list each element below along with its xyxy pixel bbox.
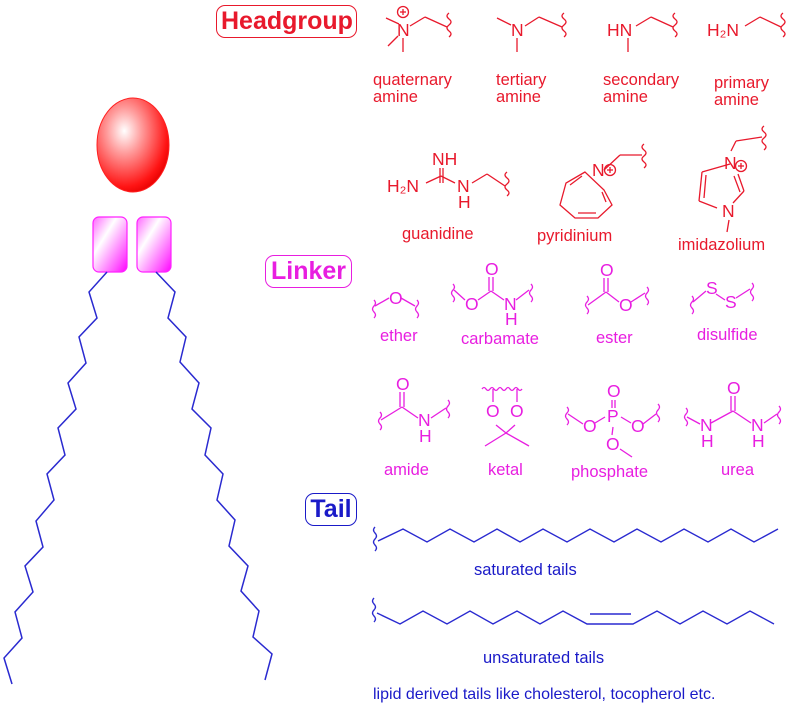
phosphate-o2-atom: O	[631, 416, 645, 436]
unsaturated-tails-label: unsaturated tails	[483, 649, 605, 667]
pyridinium-structure	[559, 143, 647, 219]
guanidine-n-atom: N	[457, 176, 470, 196]
ester-structure	[584, 278, 650, 315]
ketal-label: ketal	[488, 461, 523, 479]
phosphate-structure	[564, 400, 661, 458]
ketal-structure	[481, 386, 530, 447]
disulfide-label: disulfide	[697, 326, 758, 344]
pyridinium-label: pyridinium	[537, 227, 613, 245]
amide-h-atom: H	[419, 426, 432, 446]
linker-section-title: Linker	[265, 255, 352, 288]
ester-label: ester	[596, 329, 633, 347]
headgroup-structures	[385, 5, 786, 233]
phosphate-o-top-atom: O	[607, 381, 621, 401]
headgroup-section-title: Headgroup	[216, 5, 357, 38]
urea-h1-atom: H	[701, 431, 714, 451]
label-line-2: amine	[714, 91, 759, 110]
ether-structure	[371, 297, 420, 319]
carbamate-label: carbamate	[461, 330, 539, 348]
phosphate-p-atom: P	[607, 406, 619, 426]
guanidine-nh-atom: NH	[432, 149, 458, 169]
ether-label: ether	[380, 327, 418, 345]
label-line-1: tertiary	[496, 71, 547, 89]
linker-block-right	[136, 216, 172, 273]
tertiary-amine-n-atom: N	[511, 20, 524, 40]
quaternary-amine-structure	[385, 5, 452, 52]
carbamate-structure	[450, 277, 534, 303]
urea-structure	[683, 396, 782, 427]
label-line-1: quaternary	[373, 71, 452, 89]
lipid-derived-tails-label: lipid derived tails like cholesterol, to…	[373, 686, 716, 703]
urea-n2-atom: N	[751, 415, 764, 435]
ether-o-atom: O	[389, 288, 403, 308]
label-line-1: primary	[714, 74, 770, 92]
label-line-2: amine	[496, 88, 541, 107]
saturated-tail-structure	[372, 526, 779, 552]
phosphate-o3-atom: O	[606, 434, 620, 454]
urea-h2-atom: H	[752, 431, 765, 451]
tertiary-amine-structure	[496, 12, 567, 52]
secondary-amine-label: secondary amine	[603, 71, 693, 107]
tail-section-title: Tail	[305, 493, 357, 526]
primary-amine-h2n-atom: H₂N	[707, 20, 740, 40]
label-line-2: amine	[373, 88, 418, 107]
tail-structures	[371, 526, 779, 625]
ester-o-top-atom: O	[600, 260, 614, 280]
linker-structures	[371, 277, 782, 458]
ester-o-atom: O	[619, 295, 633, 315]
phosphate-o1-atom: O	[583, 416, 597, 436]
label-line-1: secondary	[603, 71, 680, 89]
carbamate-o-top-atom: O	[485, 259, 499, 279]
imidazolium-n1-atom: N	[724, 153, 737, 173]
quaternary-amine-n-atom: N	[397, 20, 410, 40]
label-line-2: amine	[603, 88, 648, 107]
guanidine-label: guanidine	[402, 225, 474, 243]
linker-block-left	[92, 216, 128, 273]
imidazolium-structure	[698, 125, 767, 233]
urea-n1-atom: N	[700, 415, 713, 435]
primary-amine-structure	[744, 12, 786, 38]
urea-o-top-atom: O	[727, 378, 741, 398]
primary-amine-label: primary amine	[714, 74, 784, 110]
amide-structure	[377, 392, 451, 431]
guanidine-h2n-atom: H₂N	[387, 176, 420, 196]
quaternary-amine-label: quaternary amine	[373, 71, 469, 107]
guanidine-h-atom: H	[458, 192, 471, 212]
disulfide-s2-atom: S	[725, 292, 737, 312]
tail-chain-right	[155, 271, 273, 681]
carbamate-o-atom: O	[465, 294, 479, 314]
carbamate-n-atom: N	[504, 294, 517, 314]
imidazolium-n2-atom: N	[722, 201, 735, 221]
disulfide-structure	[689, 282, 755, 315]
headgroup-sphere	[96, 97, 170, 193]
saturated-tails-label: saturated tails	[474, 561, 577, 579]
amide-o-top-atom: O	[396, 374, 410, 394]
ketal-o2-atom: O	[510, 401, 524, 421]
secondary-amine-hn-atom: HN	[607, 20, 633, 40]
tertiary-amine-label: tertiary amine	[496, 71, 566, 107]
amide-label: amide	[384, 461, 429, 479]
secondary-amine-structure	[627, 12, 678, 52]
urea-label: urea	[721, 461, 755, 479]
unsaturated-tail-structure	[371, 597, 775, 625]
lipid-cartoon	[3, 97, 273, 685]
ketal-o1-atom: O	[486, 401, 500, 421]
amide-n-atom: N	[418, 410, 431, 430]
guanidine-structure	[425, 168, 510, 197]
pyridinium-n-atom: N	[592, 160, 605, 180]
disulfide-s1-atom: S	[706, 278, 718, 298]
carbamate-h-atom: H	[505, 309, 518, 329]
phosphate-label: phosphate	[571, 463, 649, 481]
imidazolium-label: imidazolium	[678, 236, 766, 254]
tail-chain-left	[3, 271, 108, 685]
